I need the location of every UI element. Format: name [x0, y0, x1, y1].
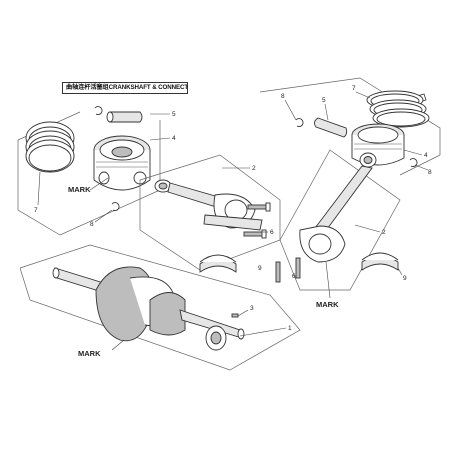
callout-7-left: 7 — [34, 207, 38, 214]
callout-4-left: 4 — [172, 135, 176, 142]
callout-8-right: 8 — [428, 169, 432, 176]
rod-bolts-mid — [243, 202, 271, 239]
piston-rings-right — [366, 90, 430, 128]
piston-pin-right — [313, 117, 348, 138]
piston-pin-left — [106, 111, 143, 123]
bearing-shells-mid — [199, 254, 237, 273]
callout-2-mid: 2 — [252, 165, 256, 172]
mark-label-piston: MARK — [68, 185, 91, 194]
connecting-rod-mid — [154, 179, 263, 231]
callout-4-right: 4 — [424, 152, 428, 159]
callout-9-right: 9 — [403, 275, 407, 282]
circlip-right-bottom — [409, 158, 418, 167]
circlip-left-top — [94, 106, 103, 115]
rod-bolts-right — [275, 257, 301, 283]
rod-group-frame-mid — [139, 154, 281, 271]
rod-group-frame-right — [279, 149, 401, 291]
callout-2-right: 2 — [382, 229, 386, 236]
leader-lines — [37, 91, 429, 351]
diagram-title: 曲轴连杆活塞组CRANKSHAFT & CONNECTING ROD & PIS… — [62, 82, 188, 94]
crankshaft-frame — [19, 244, 301, 371]
piston-rings-left — [25, 121, 75, 173]
callout-6-mid: 6 — [270, 229, 274, 236]
callout-7-right: 7 — [352, 85, 356, 92]
mark-labels: MARK MARK MARK — [68, 185, 339, 358]
callout-3: 3 — [250, 305, 254, 312]
bearing-shells-right — [361, 252, 399, 271]
callout-numbers: 5 4 7 8 2 6 9 8 5 7 4 8 2 6 9 3 1 — [34, 85, 432, 332]
connecting-rod-right — [299, 152, 377, 263]
crankshaft — [52, 266, 245, 342]
callout-6-right: 6 — [292, 273, 296, 280]
circlip-left-bottom — [111, 202, 120, 211]
callout-8-left: 8 — [90, 221, 94, 228]
callout-9-mid: 9 — [258, 265, 262, 272]
mark-label-crank: MARK — [78, 349, 101, 358]
callout-5-right: 5 — [322, 97, 326, 104]
woodruff-key — [231, 313, 239, 318]
crank-gear — [205, 325, 227, 351]
callout-1: 1 — [288, 325, 292, 332]
piston-left — [93, 135, 151, 191]
circlip-right-top — [295, 118, 304, 127]
callout-8-top: 8 — [281, 93, 285, 100]
piston-group-frame-right — [259, 77, 441, 176]
callout-5-left: 5 — [172, 111, 176, 118]
mark-label-rod: MARK — [316, 300, 339, 309]
